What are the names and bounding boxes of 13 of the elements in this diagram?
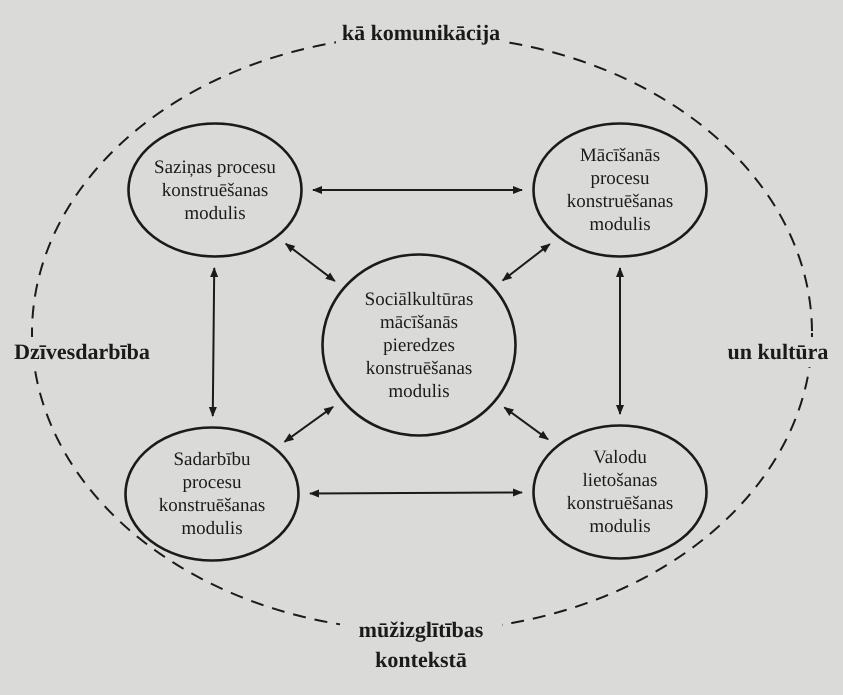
- double-arrow: [309, 488, 523, 498]
- module-label: Sociālkultūras mācīšanās pieredzes konstruēšanas modulis: [364, 288, 474, 402]
- double-arrow: [616, 267, 624, 415]
- module-label: Saziņas procesu konstruēšanas modulis: [153, 156, 277, 224]
- double-arrow: [284, 406, 334, 443]
- module-label: Mācīšanās procesu konstruēšanas modulis: [566, 144, 674, 236]
- double-arrow: [502, 243, 551, 282]
- double-arrow: [284, 242, 336, 282]
- double-arrow: [504, 406, 549, 440]
- module-label: Sadarbību procesu konstruēšanas modulis: [158, 448, 266, 540]
- double-arrow: [312, 186, 523, 194]
- module-label: Valodu lietošanas konstruēšanas modulis: [566, 446, 674, 538]
- double-arrow: [208, 267, 218, 417]
